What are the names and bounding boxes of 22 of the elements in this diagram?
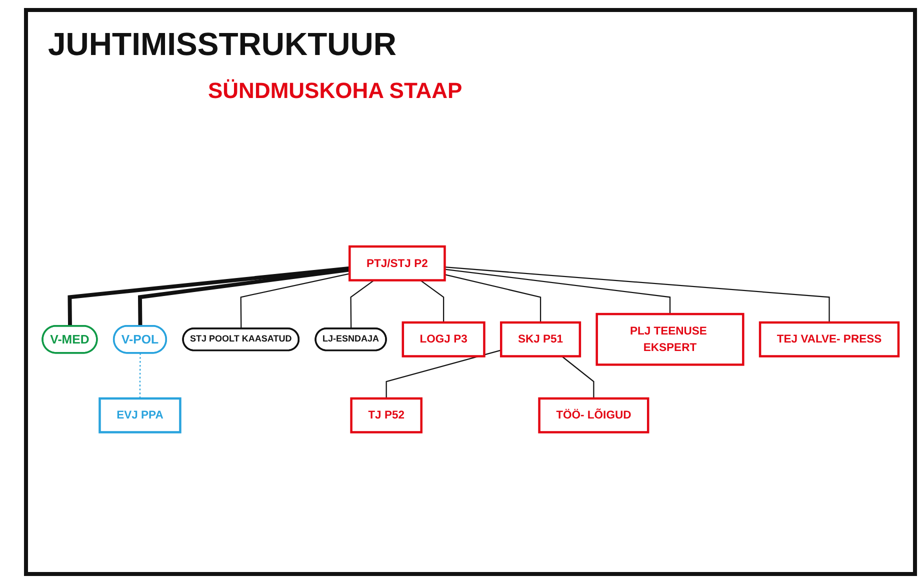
subtitle-label: SÜNDMUSKOHA STAAP: [208, 78, 462, 104]
node-box: [758, 321, 900, 358]
connector: [138, 268, 350, 326]
node-box: [402, 321, 486, 358]
node-box: [596, 313, 744, 366]
connector: [68, 266, 350, 326]
diagram-frame: JUHTIMISSTRUKTUUR SÜNDMUSKOHA STAAP PTJ/STJ P2 V-MED V-POL STJ POOLT KAASATUD LJ-ESNDAJA LOGJ P3 SKJ P51 PLJ TEENUSE EKSPERT TEJ VALVE- PRESS EVJ PPA TJ P52 TÖÖ- LÕIGUD: [24, 8, 917, 576]
connector: [561, 356, 594, 399]
connector: [444, 274, 542, 323]
node-box: [350, 397, 422, 434]
connector: [420, 280, 444, 323]
node-box: [538, 397, 650, 434]
connector: [139, 353, 141, 399]
connector: [350, 280, 374, 329]
node-box: [348, 246, 446, 282]
title: JUHTIMISSTRUKTUUR: [48, 26, 396, 63]
connector: [240, 273, 350, 329]
connector: [444, 266, 830, 323]
connector: [386, 350, 502, 399]
node-box: [98, 397, 182, 434]
connector: [444, 268, 671, 314]
node-box: [500, 321, 582, 358]
